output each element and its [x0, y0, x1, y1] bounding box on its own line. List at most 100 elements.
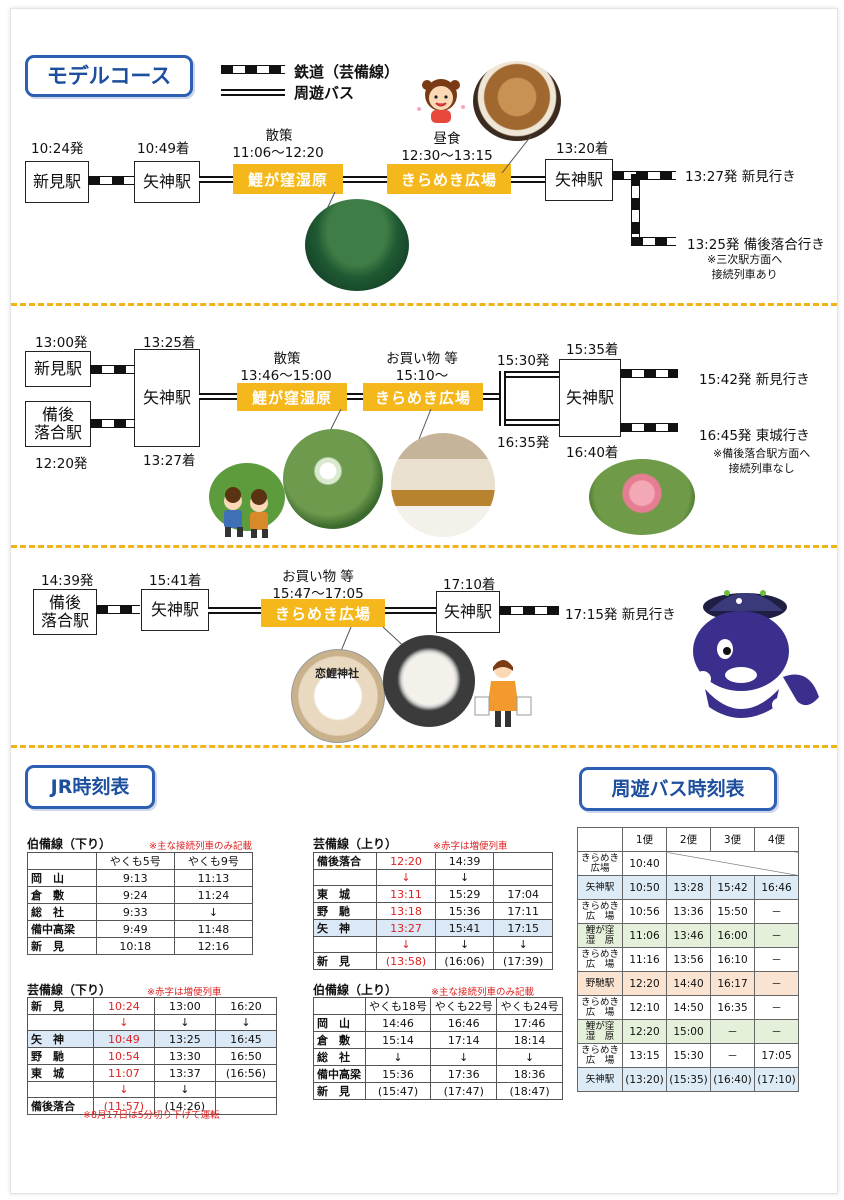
table-cell: 16:17	[710, 971, 755, 996]
table-header-row: やくも18号 やくも22号 やくも24号	[313, 997, 563, 1015]
hakubi-down-note: ※主な接続列車のみ記載	[149, 841, 252, 852]
c2-rail-2	[90, 419, 134, 428]
table-cell: 新 見	[312, 952, 378, 970]
table-cell: 16:45	[214, 1030, 278, 1048]
table-cell: (11:57)	[92, 1097, 155, 1115]
table-cell	[577, 827, 623, 852]
c2-kirameki-label: きらめき広場	[363, 383, 483, 411]
table-cell: 総 社	[313, 1048, 366, 1066]
c2-niimi-time: 13:00発	[35, 335, 88, 351]
c1-niimi-time: 10:24発	[31, 141, 84, 157]
table-cell: 17:36	[430, 1065, 498, 1083]
table-cell: (15:47)	[364, 1082, 432, 1100]
model-course-title: モデルコース	[25, 55, 193, 97]
table-cell: 新 見	[313, 1082, 366, 1100]
shopping-woman-illustration	[474, 660, 532, 727]
table-cell	[493, 852, 553, 870]
table-cell: (16:56)	[214, 1064, 278, 1082]
table-cell	[312, 936, 378, 953]
c2-rail-out-niimi	[620, 369, 678, 378]
table-header-row: 1便 2便 3便 4便	[577, 827, 799, 852]
table-cell: やくも24号	[496, 997, 563, 1015]
c2-dep-tojo: 16:45発 東城行き	[699, 428, 810, 444]
c3-bingo-station: 備後 落合駅	[33, 589, 97, 635]
table-cell: ↓	[153, 1081, 216, 1098]
c2-shop-label: お買い物 等	[386, 351, 458, 367]
geibi-up-note: ※赤字は増便列車	[433, 841, 508, 852]
c1-wetland-photo	[305, 199, 409, 291]
c2-bus-dep2: 16:35発	[497, 435, 550, 451]
table-cell: －	[710, 1043, 755, 1068]
table-cell: 10:24	[92, 997, 155, 1015]
table-cell	[312, 869, 378, 886]
geibi-up-title: 芸備線（上り）	[313, 837, 398, 851]
c1-lunch-label: 昼食	[433, 131, 461, 147]
table-row: ↓↓↓	[27, 1014, 278, 1031]
geibi-down-note: ※赤字は増便列車	[147, 987, 222, 998]
c2-note: ※備後落合駅方面へ 接続列車なし	[713, 447, 811, 475]
table-cell: 13:36	[666, 899, 711, 924]
table-cell: 野 馳	[312, 902, 378, 920]
table-cell: (17:47)	[430, 1082, 498, 1100]
c1-bus-line	[199, 176, 545, 183]
table-cell: 倉 敷	[27, 886, 97, 904]
table-cell: (18:47)	[496, 1082, 563, 1100]
table-cell: 2便	[666, 827, 711, 852]
table-cell: きらめき 広 場	[577, 899, 623, 924]
table-cell: 18:36	[496, 1065, 563, 1083]
legend-rail-label: 鉄道（芸備線）	[294, 63, 400, 81]
table-row: ↓↓	[27, 1081, 278, 1098]
c2-yagami-arr1: 13:25着	[143, 335, 196, 351]
c2-walk-label: 散策	[273, 351, 301, 367]
page: モデルコース 鉄道（芸備線） 周遊バス 10:24発 新見駅 10:49着 矢神…	[10, 8, 838, 1194]
table-cell: ↓	[214, 1014, 278, 1031]
table-cell	[27, 1014, 94, 1031]
hikers-illustration	[207, 459, 285, 539]
c2-bus-branch-vertical	[499, 371, 506, 426]
table-cell: 15:30	[666, 1043, 711, 1068]
table-cell: 東 城	[27, 1064, 94, 1082]
table-cell: 14:40	[666, 971, 711, 996]
table-row: ↓↓	[312, 869, 553, 886]
table-cell: 岡 山	[313, 1014, 366, 1032]
table-cell: 13:18	[376, 902, 436, 920]
table-cell: 15:36	[364, 1065, 432, 1083]
table-cell: 12:20	[622, 971, 667, 996]
table-cell: (16:06)	[434, 952, 495, 970]
table-cell: (17:39)	[493, 952, 553, 970]
table-cell: 17:11	[493, 902, 553, 920]
c2-shop-time: 15:10～	[395, 368, 449, 384]
table-cell: 13:30	[153, 1047, 216, 1065]
lunch-bowl-photo	[473, 61, 561, 141]
table-cell	[214, 1097, 278, 1115]
table-cell: 3便	[710, 827, 755, 852]
geibi-down-footnote: ※8月17日は5分切り下げて運転	[83, 1110, 220, 1121]
table-cell: 15:14	[364, 1031, 432, 1049]
c3-kirameki-label: きらめき広場	[261, 599, 385, 627]
table-cell: 矢神駅	[577, 1067, 623, 1092]
jr-timetable-title: JR時刻表	[25, 765, 155, 809]
table-cell: 備中高梁	[27, 920, 97, 938]
table-cell: ↓	[434, 936, 495, 953]
table-cell: 東 城	[312, 885, 378, 903]
legend-bus-line	[221, 89, 285, 96]
table-header-row: やくも5号 やくも9号	[27, 852, 254, 870]
table-cell: 14:50	[666, 995, 711, 1020]
table-cell: 16:35	[710, 995, 755, 1020]
c1-walk-label: 散策	[265, 128, 293, 144]
table-cell: 矢神駅	[577, 875, 623, 900]
table-cell: 10:40	[622, 851, 667, 876]
